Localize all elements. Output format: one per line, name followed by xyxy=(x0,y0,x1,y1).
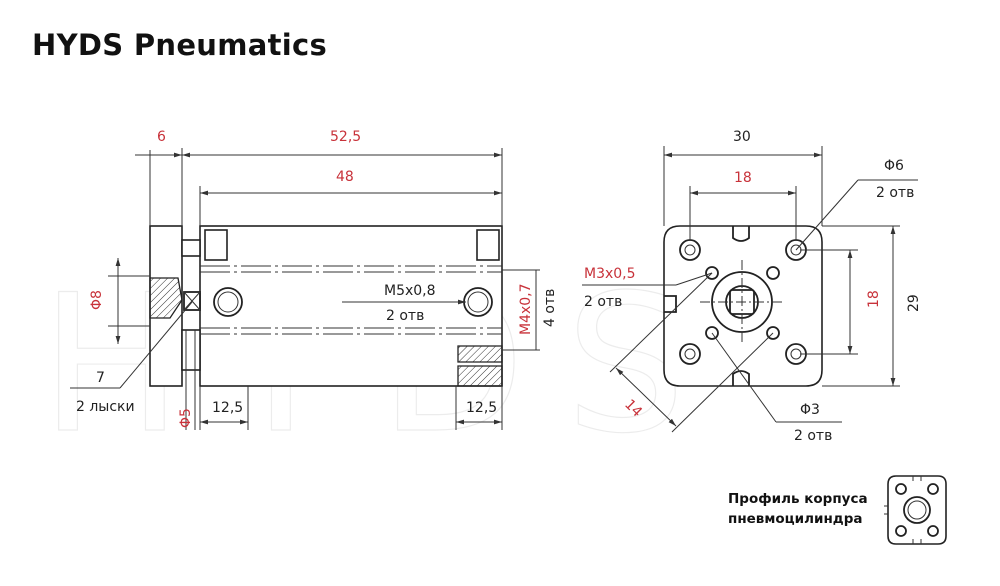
cap-left-top xyxy=(204,229,228,261)
dim-29: 29 xyxy=(906,294,922,312)
port-left xyxy=(213,287,243,317)
slot-top xyxy=(732,226,750,242)
front-view: 30 18 Φ6 2 отв M3x0,5 2 отв 18 29 14 xyxy=(582,129,922,444)
dim-18-horizontal: 18 xyxy=(734,170,752,186)
note-flats: 2 лыски xyxy=(76,399,135,415)
flange-step xyxy=(181,239,201,257)
slot-bottom xyxy=(732,370,750,386)
cylinder-body xyxy=(199,225,503,387)
dim-12-5-right: 12,5 xyxy=(466,400,497,416)
dim-6: 6 xyxy=(157,129,166,145)
profile-icon xyxy=(884,475,947,545)
phi6-count: 2 отв xyxy=(876,185,914,201)
thread-m3: M3x0,5 xyxy=(584,266,636,282)
mount-count: 4 отв xyxy=(542,289,558,327)
dim-48: 48 xyxy=(336,169,354,185)
side-view: 6 52,5 48 Φ8 7 2 лыски Φ5 12,5 12,5 M5x0… xyxy=(70,129,558,430)
dim-phi8: Φ8 xyxy=(89,290,105,310)
dim-12-5-left: 12,5 xyxy=(212,400,243,416)
rod-section xyxy=(181,329,201,371)
phi3-count: 2 отв xyxy=(794,428,832,444)
dim-52-5: 52,5 xyxy=(330,129,361,145)
port-count: 2 отв xyxy=(386,308,424,324)
mount-thread: M4x0,7 xyxy=(518,283,534,335)
profile-caption: Профиль корпуса пневмоцилиндра xyxy=(728,489,868,529)
dim-7: 7 xyxy=(96,370,105,386)
dim-phi3: Φ3 xyxy=(800,402,820,418)
end-plate xyxy=(663,225,823,387)
bolt-hole-bl xyxy=(679,343,701,365)
cap-right-top xyxy=(476,229,500,261)
slot-left xyxy=(664,295,677,313)
dim-30: 30 xyxy=(733,129,751,145)
dim-phi6: Φ6 xyxy=(884,158,904,174)
caption-line-2: пневмоцилиндра xyxy=(728,511,863,527)
port-thread: M5x0,8 xyxy=(384,283,436,299)
dim-18-vertical: 18 xyxy=(866,290,882,308)
caption-line-1: Профиль корпуса xyxy=(728,491,868,507)
brand-title: HYDS Pneumatics xyxy=(32,28,328,62)
dim-phi5: Φ5 xyxy=(178,408,194,428)
m3-count: 2 отв xyxy=(584,294,622,310)
